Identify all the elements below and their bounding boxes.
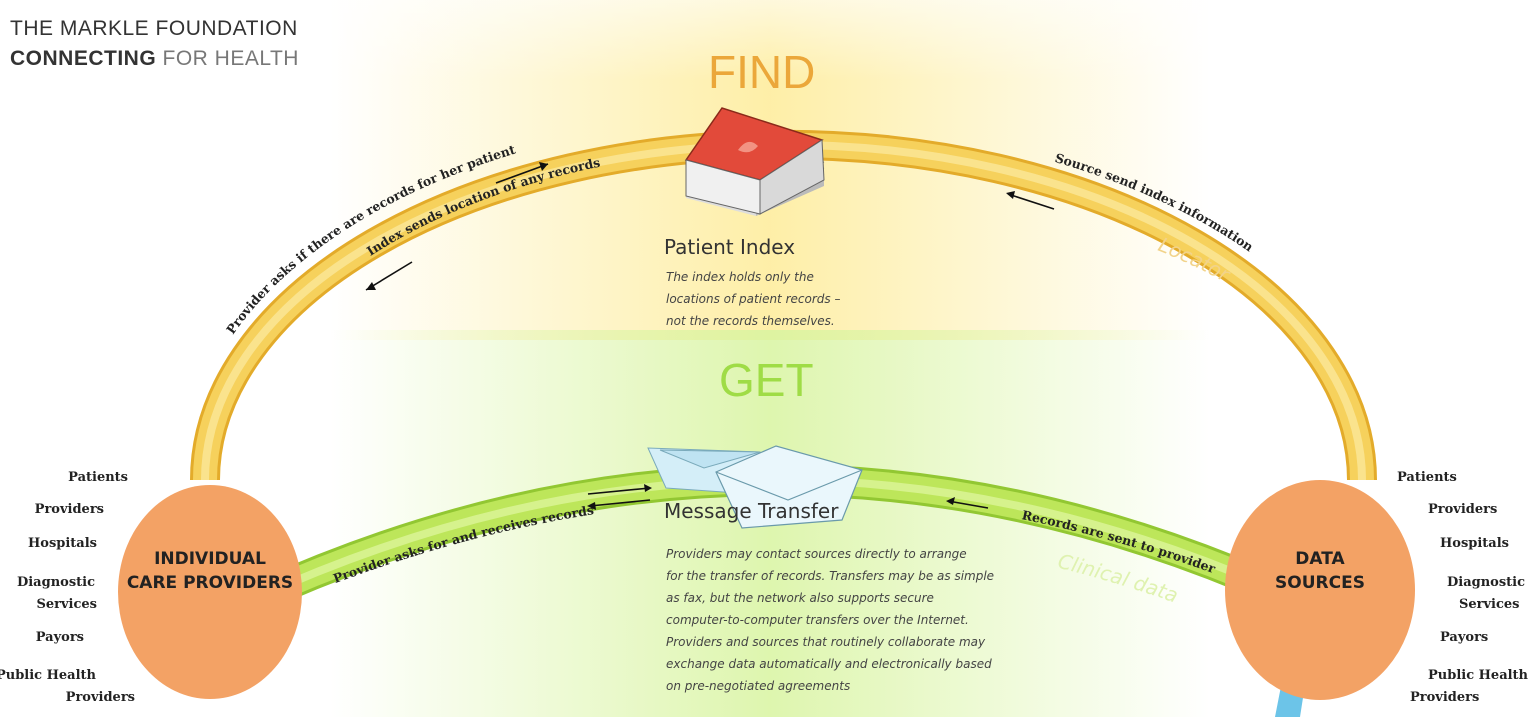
find-heading: FIND — [708, 46, 816, 98]
message-envelope-icon — [647, 445, 863, 529]
right-list-hospitals: Hospitals — [1440, 536, 1509, 551]
source-arrow-left-icon — [1006, 191, 1055, 210]
message-transfer-title: Message Transfer — [664, 499, 839, 523]
left-list-diagnostic: Diagnostic — [16, 575, 95, 590]
left-list-patients: Patients — [68, 470, 128, 485]
left-list-public-health: Public Health — [0, 668, 96, 683]
right-list-public-health: Public Health — [1428, 668, 1529, 683]
logo-line-2: CONNECTING FOR HEALTH — [10, 47, 299, 71]
find-arrow-right-icon — [495, 162, 549, 184]
get-heading: GET — [719, 354, 814, 406]
left-list-payors: Payors — [35, 630, 84, 645]
logo-line-1: THE MARKLE FOUNDATION — [10, 17, 298, 40]
logo-light-text: FOR HEALTH — [162, 47, 299, 70]
right-list-patients: Patients — [1397, 470, 1457, 485]
records-arrow-left-icon — [946, 497, 989, 509]
left-node-label: INDIVIDUAL CARE PROVIDERS — [126, 549, 294, 593]
data-sources-node — [1225, 480, 1415, 700]
left-list-hospitals: Hospitals — [28, 536, 97, 551]
left-list-providers: Providers — [34, 502, 104, 517]
individual-care-providers-node — [118, 485, 302, 699]
message-transfer-description: Providers may contact sources directly t… — [666, 547, 995, 693]
right-list-diagnostic: Diagnostic — [1447, 575, 1526, 590]
patient-index-book-icon — [684, 107, 825, 216]
left-list-services: Services — [36, 597, 97, 612]
right-node-label: DATA SOURCES — [1275, 549, 1365, 593]
patient-index-description: The index holds only the locations of pa… — [666, 270, 841, 328]
get-double-arrow-icon — [587, 484, 652, 510]
right-list-providers-2: Providers — [1410, 690, 1480, 705]
logo-bold-text: CONNECTING — [10, 47, 157, 70]
left-list-providers-2: Providers — [65, 690, 135, 705]
right-list-payors: Payors — [1440, 630, 1489, 645]
patient-index-title: Patient Index — [664, 235, 796, 259]
right-list-providers: Providers — [1428, 502, 1498, 517]
find-arrow-left-icon — [365, 261, 413, 291]
right-list-services: Services — [1459, 597, 1520, 612]
